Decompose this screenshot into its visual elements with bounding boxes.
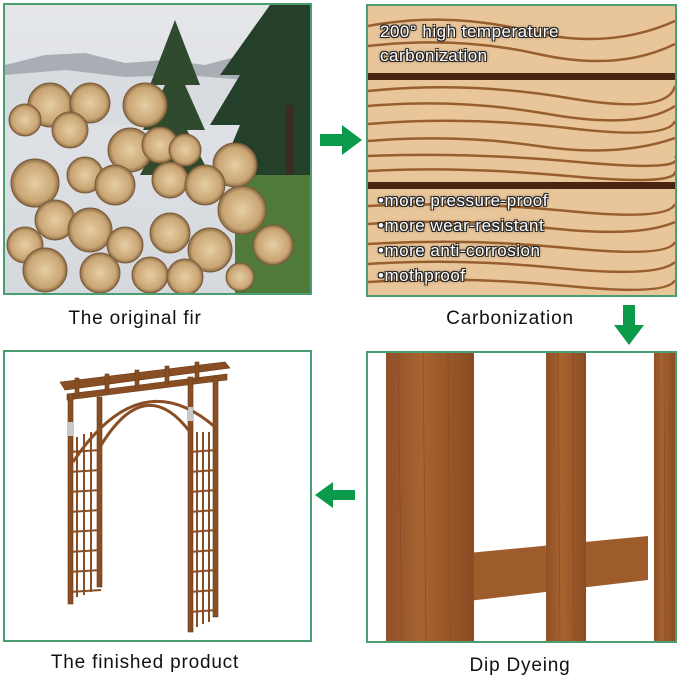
caption-carbonization: Carbonization (446, 308, 574, 329)
finished-product-image (3, 350, 312, 642)
overlay-title-line1: 200° high temperature (380, 22, 559, 41)
arrow-right-icon (320, 125, 362, 155)
log-pile-illustration (5, 5, 310, 293)
benefits-list: more pressure-proof more wear-resistant … (378, 188, 548, 288)
dip-dyeing-image (366, 351, 677, 643)
garden-arch-illustration (59, 361, 231, 633)
caption-dip-dyeing: Dip Dyeing (469, 655, 571, 676)
benefit-item: more pressure-proof (378, 188, 548, 213)
arrow-left-icon (315, 482, 355, 508)
benefit-item: more anti-corrosion (378, 238, 548, 263)
caption-original-fir: The original fir (68, 308, 202, 329)
dyed-wood-fence-illustration (368, 353, 675, 641)
original-fir-image (3, 3, 312, 295)
carbonization-overlay-title: 200° high temperature carbonization (380, 20, 559, 68)
overlay-title-line2: carbonization (380, 46, 488, 65)
arrow-down-icon (614, 305, 644, 345)
caption-finished-product: The finished product (50, 652, 240, 673)
benefit-item: mothproof (378, 263, 548, 288)
benefit-item: more wear-resistant (378, 213, 548, 238)
carbonization-image: 200° high temperature carbonization more… (366, 4, 677, 297)
